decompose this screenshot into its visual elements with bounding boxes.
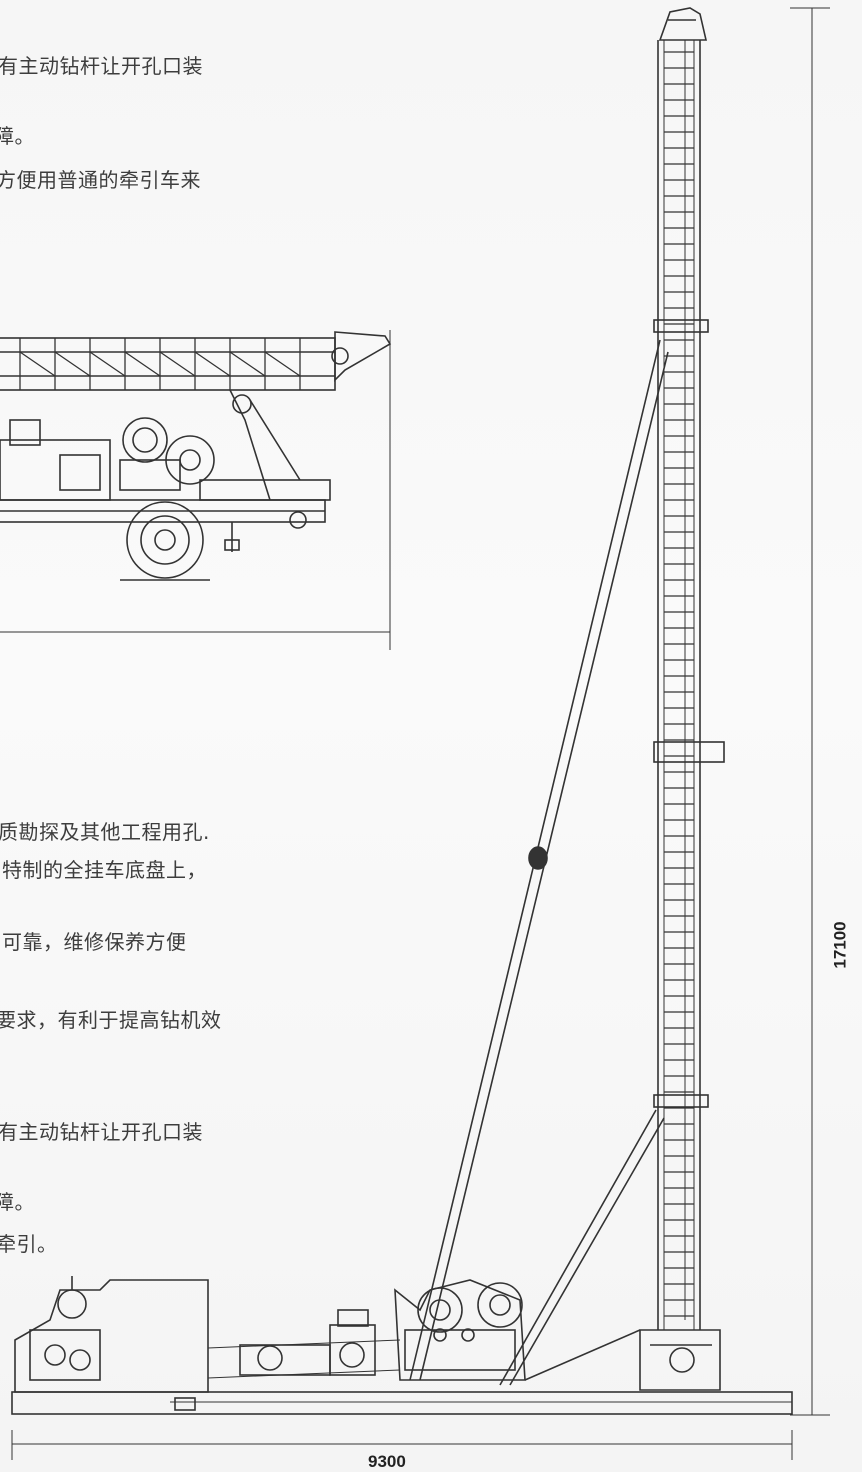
dimension-lines (11, 7, 830, 1460)
text-line-mid-1: 质勘探及其他工程用孔. (0, 820, 210, 844)
dimension-height-label: 17100 (831, 921, 850, 969)
text-line-top-3: 方便用普通的牵引车来 (0, 168, 201, 192)
struts-drawing (409, 339, 669, 1386)
mast-drawing (639, 7, 725, 1391)
text-line-top-2: 障。 (0, 124, 35, 148)
text-line-mid-2: 特制的全挂车底盘上， (2, 858, 207, 882)
text-line-top-1: 有主动钻杆让开孔口装 (0, 54, 203, 78)
text-line-bot-3: 牵引。 (0, 1232, 58, 1256)
text-line-mid-3: 可靠，维修保养方便 (2, 930, 187, 954)
base-drawing (11, 1276, 793, 1415)
text-line-bot-2: 障。 (0, 1190, 35, 1214)
text-line-bot-1: 有主动钻杆让开孔口装 (0, 1120, 203, 1144)
dimension-width-label: 9300 (368, 1452, 406, 1471)
text-line-mid-4: 要求，有利于提高钻机效 (0, 1008, 222, 1032)
trailer-drawing (0, 330, 392, 650)
